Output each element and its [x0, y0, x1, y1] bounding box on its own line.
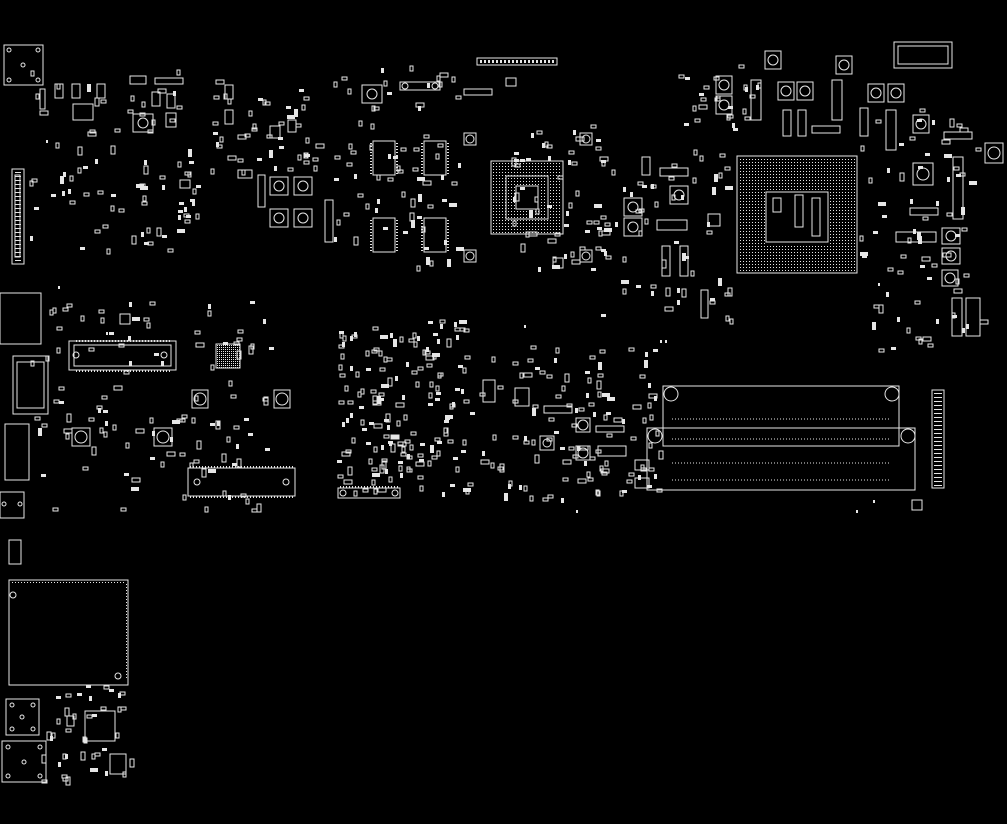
- board-detail-layer: [12, 60, 989, 786]
- mid-left-connector-section: [0, 292, 296, 565]
- bottom-left-chip-section: [1, 579, 129, 783]
- cpu-section: [623, 41, 1004, 337]
- top-left-power-section: [3, 44, 334, 265]
- gpu-section: [361, 57, 593, 269]
- mid-center-passives-section: [337, 379, 627, 499]
- sodimm-slots-section: [634, 385, 945, 511]
